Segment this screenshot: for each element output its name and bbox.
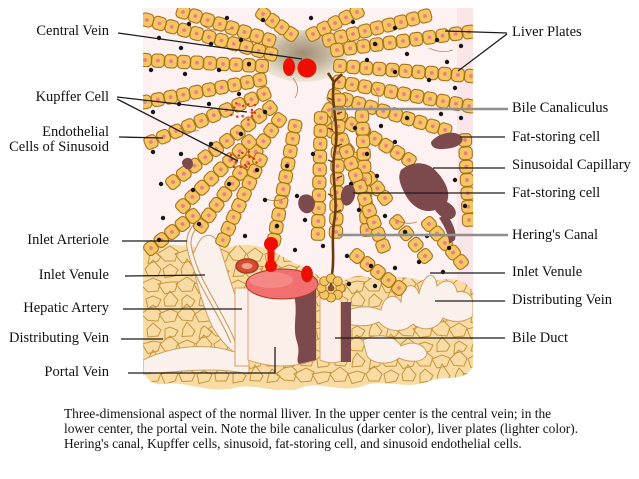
label-sinusoidal-capillary: Sinusoidal Capillary [512,157,631,173]
label-distributing-vein-right: Distributing Vein [512,292,613,308]
label-bile-duct: Bile Duct [512,330,568,346]
label-inlet-arteriole: Inlet Arteriole [27,232,109,248]
label-portal-vein: Portal Vein [44,364,109,380]
label-inlet-venule-left: Inlet Venule [38,267,109,283]
label-bile-canaliculus: Bile Canaliculus [512,100,609,116]
label-endothelial: Endothelial [42,124,109,140]
label-inlet-venule-right: Inlet Venule [512,264,583,280]
caption-line-2: lower center, the portal vein. Note the … [64,421,579,437]
figure-caption: Three-dimensional aspect of the normal l… [64,406,604,452]
label-hepatic-artery: Hepatic Artery [23,300,109,316]
liver-lobule-illustration [143,8,473,390]
label-central-vein: Central Vein [36,23,109,39]
caption-line-3: Hering's canal, Kupffer cells, sinusoid,… [64,436,522,452]
caption-line-1: Three-dimensional aspect of the normal l… [64,406,552,421]
label-herings-canal: Hering's Canal [512,227,598,243]
label-distributing-vein-left: Distributing Vein [8,330,109,346]
label-liver-plates: Liver Plates [512,24,582,40]
label-cells-of-sinusoid: Cells of Sinusoid [9,139,109,155]
label-fat-storing-cell-2: Fat-storing cell [512,185,601,201]
label-fat-storing-cell-1: Fat-storing cell [512,129,601,145]
label-kupffer-cell: Kupffer Cell [35,89,109,105]
